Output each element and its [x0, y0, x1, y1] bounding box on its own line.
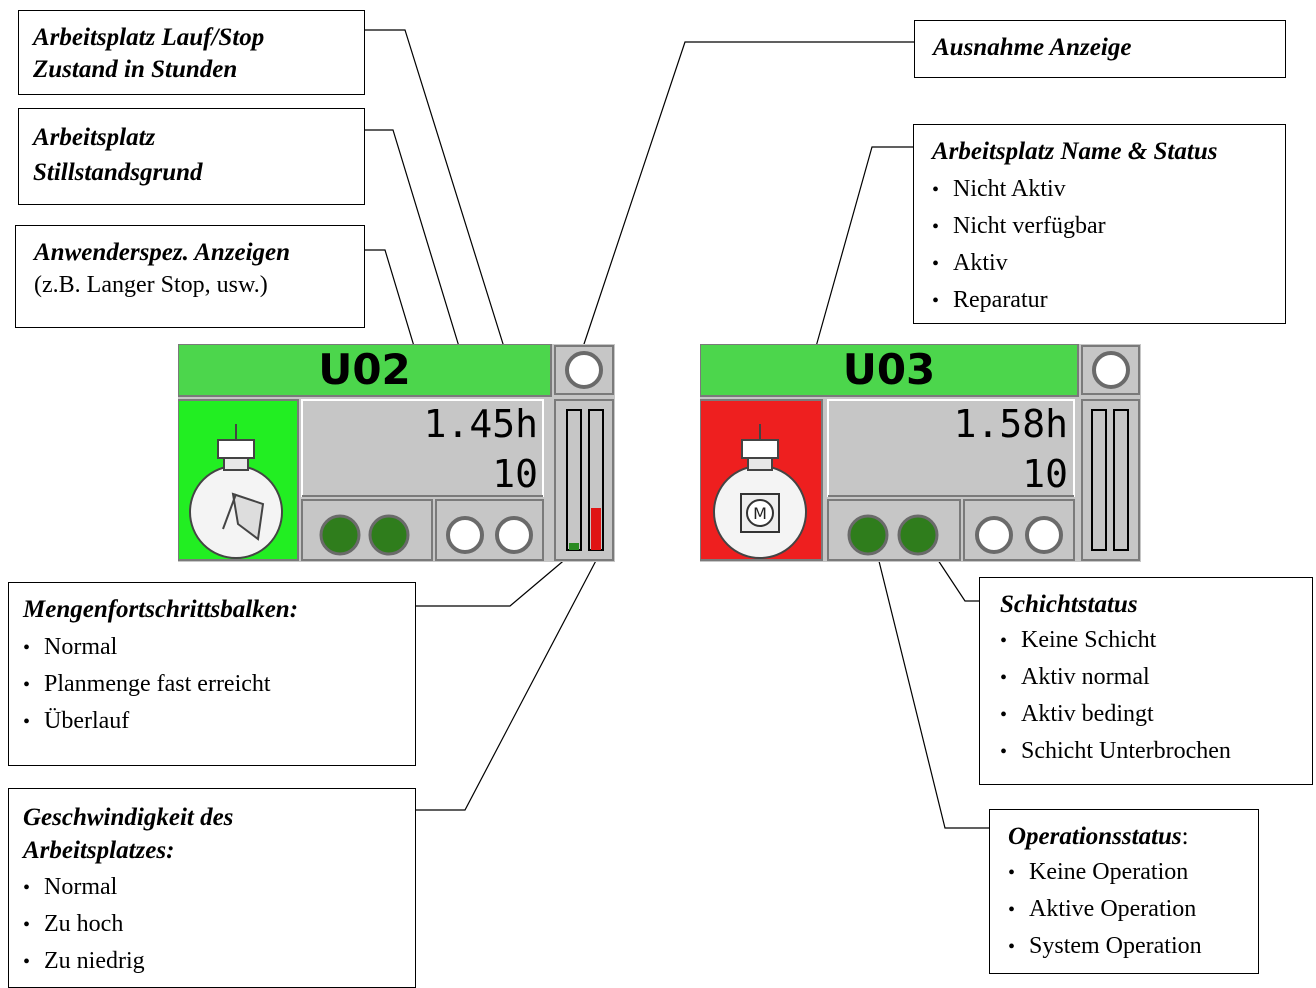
leader-operation [874, 544, 990, 829]
leader-mengen [415, 556, 569, 607]
bulb-motor-icon: M [713, 424, 807, 559]
list-item: Aktiv normal [1000, 659, 1231, 696]
leader-ausnahme [579, 41, 915, 357]
leader-schicht [927, 544, 980, 602]
callout-stillstand-line1: Arbeitsplatz [33, 124, 156, 151]
station-widget-u03[interactable]: M U03 1.58h 10 [700, 344, 1141, 562]
list-item: System Operation [1008, 928, 1202, 965]
user-led-1 [975, 516, 1013, 554]
callout-mengen-title: Mengenfortschrittsbalken: [23, 596, 299, 623]
exception-indicator [565, 351, 603, 389]
station-count: 10 [492, 452, 538, 496]
station-hours: 1.45h [423, 402, 538, 446]
leader-geschw [415, 552, 601, 811]
callout-operation: Operationsstatus: Keine Operation Aktive… [989, 809, 1259, 974]
shift-led [319, 514, 361, 556]
station-name: U02 [318, 345, 411, 394]
callout-anwender: Anwenderspez. Anzeigen (z.B. Langer Stop… [15, 225, 365, 328]
list-item: Nicht Aktiv [932, 171, 1106, 208]
operation-led [897, 514, 939, 556]
list-item: Zu hoch [23, 906, 145, 943]
svg-text:M: M [753, 504, 767, 523]
callout-laufstop-line1: Arbeitsplatz Lauf/Stop [33, 24, 265, 51]
callout-namestatus: Arbeitsplatz Name & Status Nicht Aktiv N… [913, 124, 1286, 324]
callout-geschw: Geschwindigkeit des Arbeitsplatzes: Norm… [8, 788, 416, 988]
counter-panel [827, 399, 1075, 497]
station-header-bg [178, 344, 552, 397]
list-item: Zu niedrig [23, 943, 145, 980]
list-item: Keine Operation [1008, 854, 1202, 891]
operation-led [368, 514, 410, 556]
list-item: Normal [23, 629, 271, 666]
station-name: U03 [842, 345, 936, 394]
list-item: Normal [23, 869, 145, 906]
callout-operation-title: Operationsstatus [1008, 823, 1182, 850]
callout-mengen: Mengenfortschrittsbalken: Normal Planmen… [8, 582, 416, 766]
counter-panel [301, 399, 544, 497]
list-item: Reparatur [932, 282, 1106, 319]
speed-bar-frame [1113, 409, 1129, 551]
callout-schicht-title: Schichtstatus [1000, 591, 1138, 618]
callout-ausnahme: Ausnahme Anzeige [914, 20, 1286, 78]
leader-laufstop [363, 29, 524, 409]
list-item: Aktiv [932, 245, 1106, 282]
user-led-2 [495, 516, 533, 554]
callout-mengen-list: Normal Planmenge fast erreicht Überlauf [23, 629, 271, 740]
leader-namestatus [809, 146, 915, 369]
callout-operation-list: Keine Operation Aktive Operation System … [1008, 854, 1202, 965]
list-item: Planmenge fast erreicht [23, 666, 271, 703]
callout-laufstop: Arbeitsplatz Lauf/Stop Zustand in Stunde… [18, 10, 365, 95]
callout-stillstand: Arbeitsplatz Stillstandsgrund [18, 108, 365, 205]
user-led-2 [1025, 516, 1063, 554]
list-item: Nicht verfügbar [932, 208, 1106, 245]
exception-indicator [1092, 351, 1130, 389]
callout-stillstand-line2: Stillstandsgrund [33, 159, 203, 186]
callout-anwender-title: Anwenderspez. Anzeigen [34, 239, 291, 266]
callout-operation-colon: : [1181, 823, 1189, 850]
callout-ausnahme-title: Ausnahme Anzeige [933, 34, 1132, 61]
callout-namestatus-list: Nicht Aktiv Nicht verfügbar Aktiv Repara… [932, 171, 1106, 319]
callout-laufstop-line2: Zustand in Stunden [33, 56, 238, 83]
list-item: Überlauf [23, 703, 271, 740]
list-item: Keine Schicht [1000, 622, 1231, 659]
callout-geschw-list: Normal Zu hoch Zu niedrig [23, 869, 145, 980]
station-widget-u02[interactable]: U02 1.45h 10 [178, 344, 615, 562]
callout-geschw-title2: Arbeitsplatzes: [23, 837, 175, 864]
speed-bar-fill [591, 508, 601, 550]
list-item: Aktive Operation [1008, 891, 1202, 928]
shift-led [847, 514, 889, 556]
station-hours: 1.58h [953, 402, 1068, 446]
list-item: Schicht Unterbrochen [1000, 733, 1231, 770]
callout-operation-titleline: Operationsstatus: [1008, 820, 1189, 854]
list-item: Aktiv bedingt [1000, 696, 1231, 733]
callout-geschw-title1: Geschwindigkeit des [23, 804, 234, 831]
quantity-bar-frame [1091, 409, 1107, 551]
quantity-bar-fill [569, 543, 579, 550]
callout-schicht: Schichtstatus Keine Schicht Aktiv normal… [979, 577, 1313, 785]
user-led-1 [446, 516, 484, 554]
bulb-fan-icon [189, 424, 283, 559]
callout-schicht-list: Keine Schicht Aktiv normal Aktiv bedingt… [1000, 622, 1231, 770]
station-count: 10 [1022, 452, 1068, 496]
callout-namestatus-title: Arbeitsplatz Name & Status [932, 138, 1218, 165]
callout-anwender-subtitle: (z.B. Langer Stop, usw.) [34, 272, 268, 298]
station-header-bg [700, 344, 1079, 397]
